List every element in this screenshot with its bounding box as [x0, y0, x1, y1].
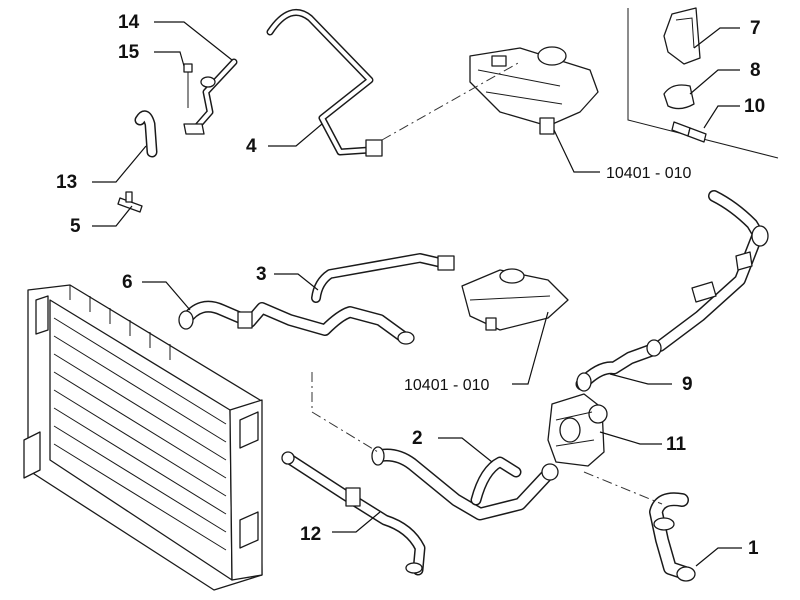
callout-13: 13 — [56, 172, 77, 193]
callout-10: 10 — [744, 96, 765, 117]
callout-12: 12 — [300, 524, 321, 545]
callout-2: 2 — [412, 428, 423, 449]
hose-3 — [311, 253, 455, 303]
dashline-hose6-hose2 — [311, 372, 379, 453]
reference-lower: 10401 - 010 — [404, 377, 490, 394]
dashline-pump-hose1 — [583, 471, 663, 505]
dashline-hose4-tank — [381, 61, 521, 141]
expansion-tank-upper — [469, 46, 599, 135]
leader-lines — [92, 21, 742, 567]
hose-4 — [266, 8, 383, 157]
hose-12 — [281, 451, 426, 576]
reference-upper: 10401 - 010 — [606, 165, 692, 182]
expansion-tank-lower — [461, 268, 569, 331]
clamp-7 — [663, 7, 701, 65]
callout-3: 3 — [256, 264, 267, 285]
hose-1 — [649, 492, 696, 582]
radiator — [23, 284, 263, 591]
callout-5: 5 — [70, 216, 81, 237]
callout-8: 8 — [750, 60, 761, 81]
callout-1: 1 — [748, 538, 759, 559]
callout-4: 4 — [246, 136, 257, 157]
hose-9 — [575, 339, 662, 392]
fitting-5 — [117, 191, 143, 213]
callout-7: 7 — [750, 18, 761, 39]
callout-15: 15 — [118, 42, 140, 63]
callout-9: 9 — [682, 374, 693, 395]
bolt-15 — [183, 63, 193, 108]
inset-bracket — [627, 8, 779, 159]
callout-14: 14 — [118, 12, 140, 33]
bolt-10 — [671, 121, 707, 143]
hose-6 — [178, 300, 415, 345]
hose-2 — [371, 446, 559, 521]
callout-11: 11 — [666, 434, 687, 455]
clamp-8 — [663, 84, 695, 110]
water-pump-11 — [547, 393, 608, 467]
callout-6: 6 — [122, 272, 133, 293]
hose-13 — [134, 110, 158, 158]
pipe-upper-right — [654, 190, 769, 352]
pipe-14 — [183, 58, 238, 135]
